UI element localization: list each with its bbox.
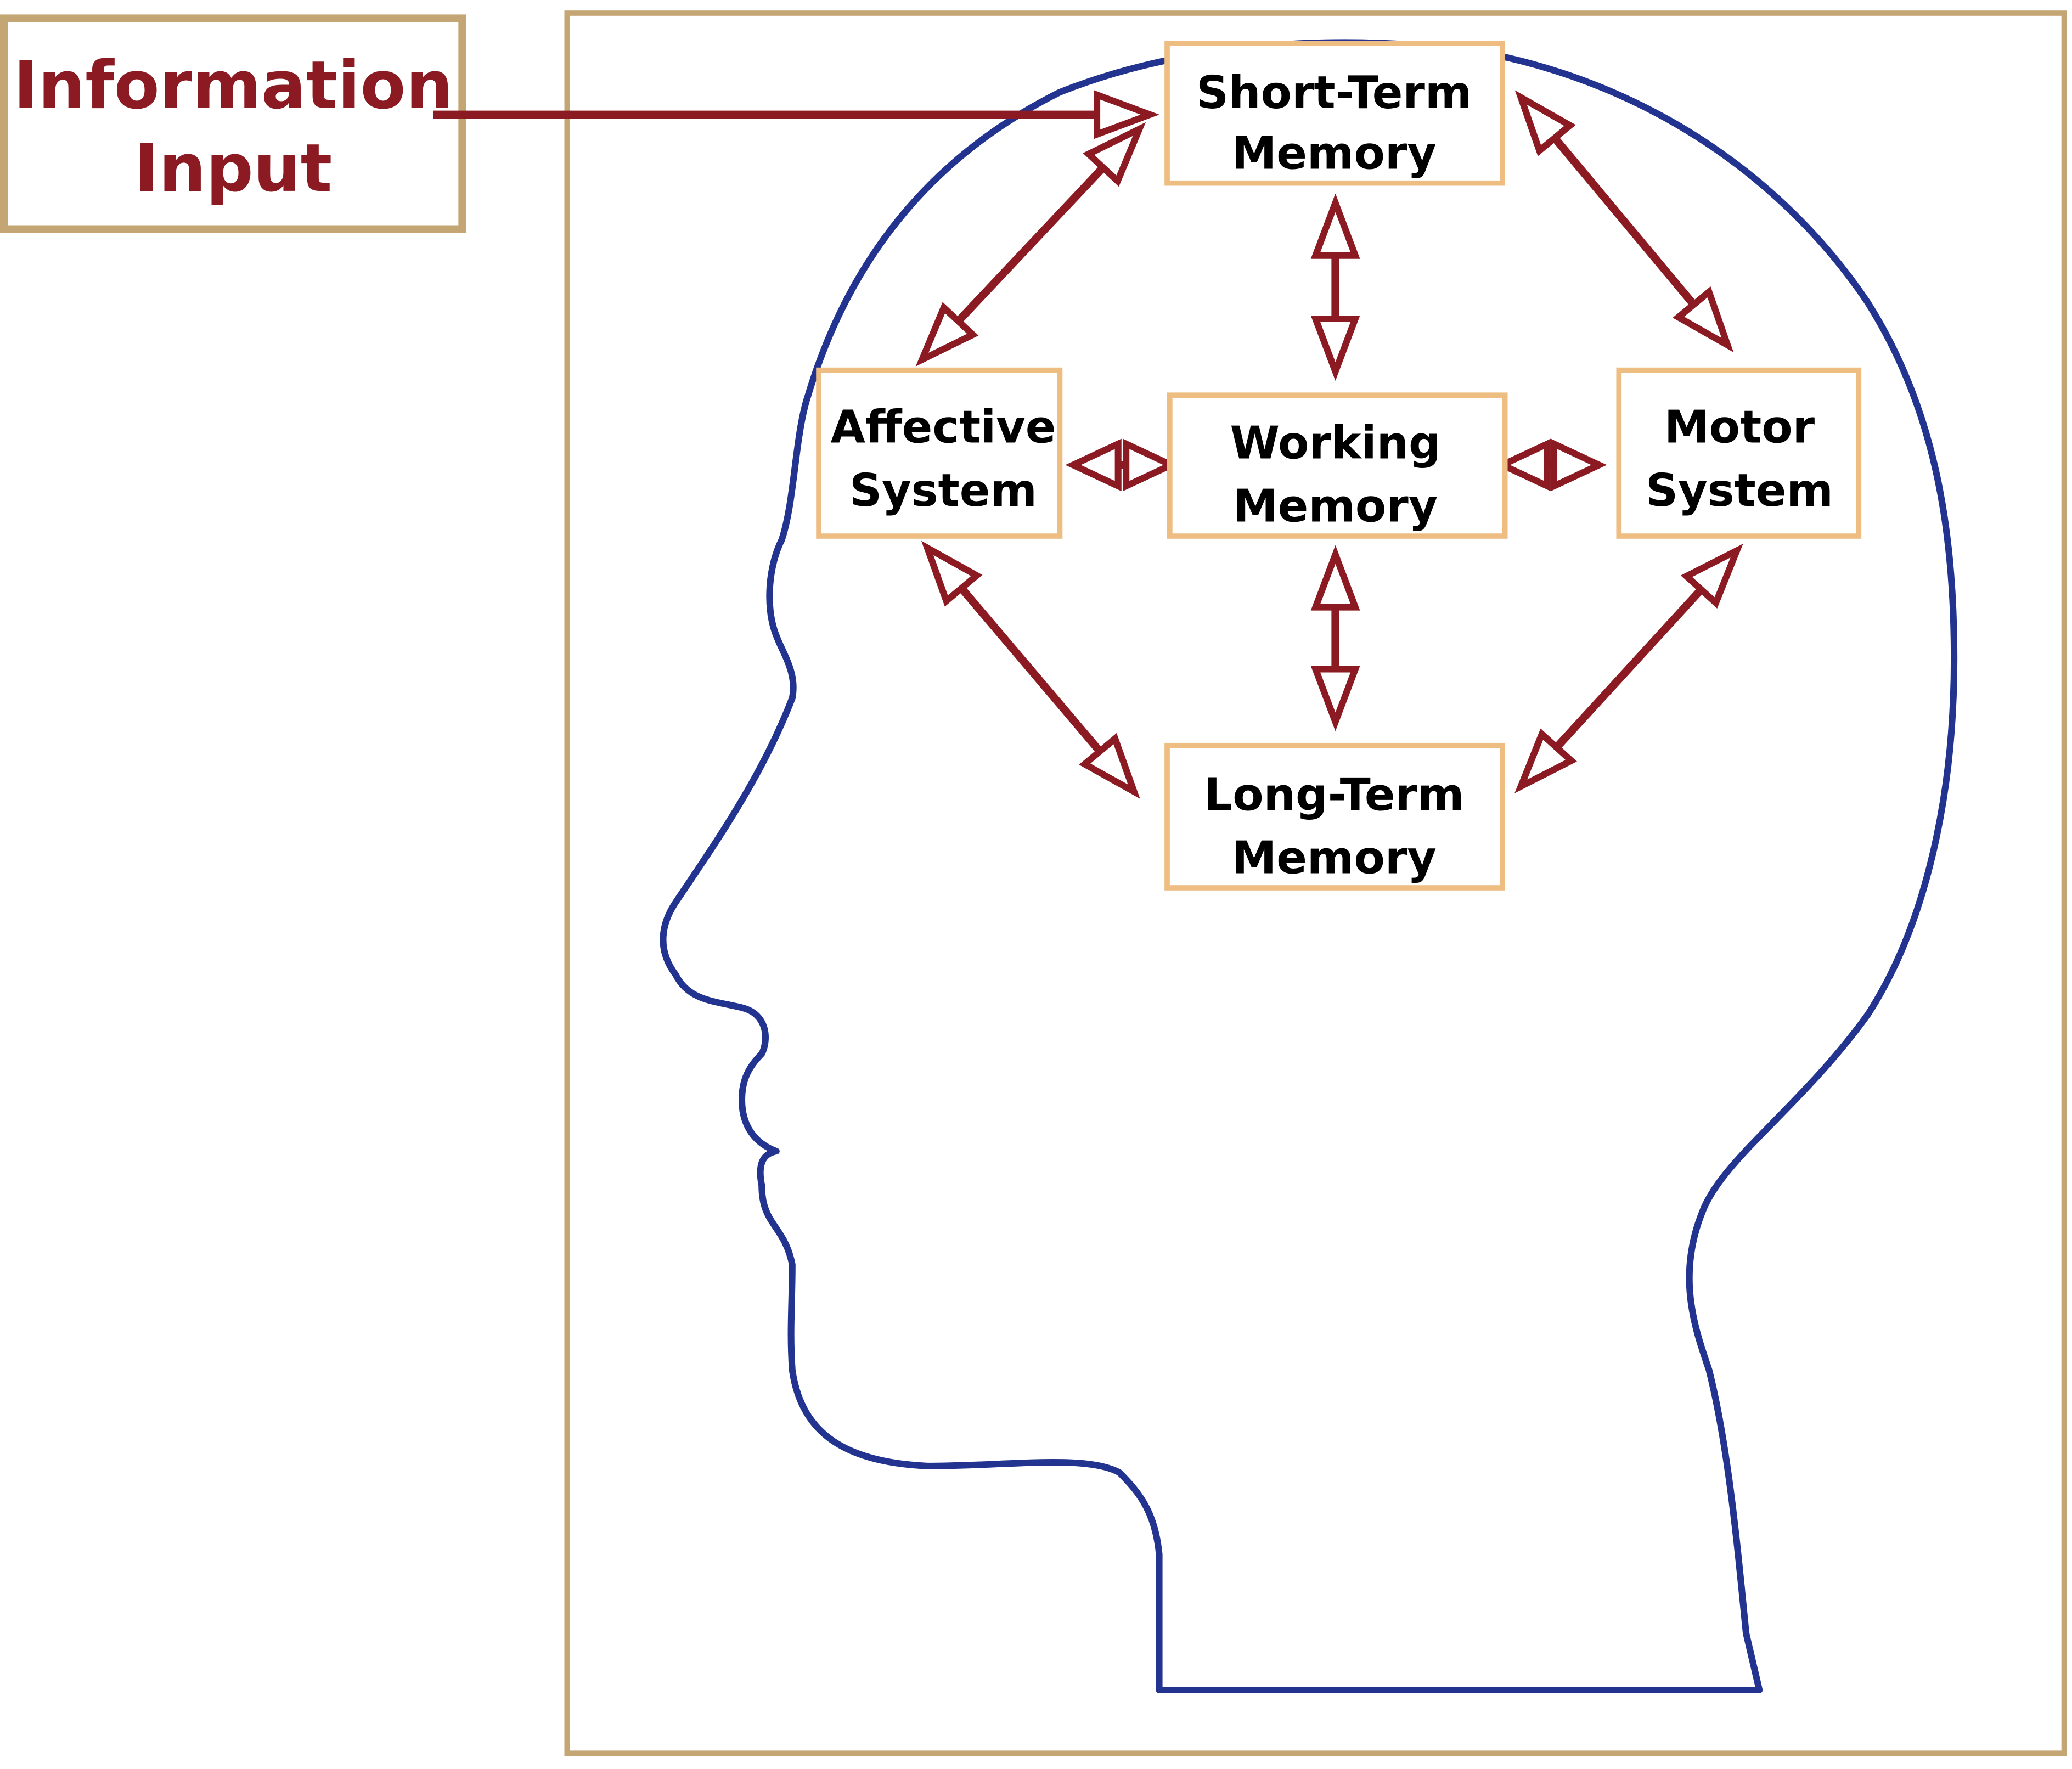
arrow-shaft [1553, 587, 1704, 751]
long-term-memory-node: Long-Term Memory [1164, 742, 1505, 891]
arrow-shaft [955, 165, 1106, 324]
working-memory-line2: Memory [1233, 481, 1438, 533]
motor-system-line1: Motor [1664, 402, 1815, 454]
arrow-short-term-memory-to-motor-system [1514, 90, 1734, 353]
working-memory-node: Working Memory [1167, 392, 1508, 539]
arrow-affective-system-to-working-memory [1065, 438, 1179, 492]
arrowhead-end-icon [1123, 438, 1179, 492]
long-term-memory-line1: Long-Term [1204, 769, 1465, 821]
arrowhead-end-icon [1514, 728, 1577, 793]
affective-system-line1: Affective [831, 402, 1056, 454]
arrowhead-end-icon [1550, 438, 1607, 492]
information-input-line1: Information [13, 47, 453, 124]
arrow-working-memory-to-motor-system [1494, 438, 1607, 492]
working-memory-line1: Working [1230, 418, 1440, 470]
arrow-affective-system-to-long-term-memory [921, 540, 1140, 799]
short-term-memory-line1: Short-Term [1196, 67, 1472, 119]
arrow-short-term-memory-to-affective-system [915, 122, 1146, 367]
arrows-layer [433, 90, 1743, 799]
affective-system-line2: System [849, 465, 1037, 517]
arrowhead-start-icon [1065, 438, 1122, 492]
outer-frame [564, 10, 2067, 1756]
arrowhead-end-icon [1079, 733, 1140, 799]
short-term-memory-node: Short-Term Memory [1164, 41, 1505, 186]
arrow-shaft [958, 585, 1103, 754]
head-outline [660, 39, 1958, 1693]
arrowhead-end-icon [1673, 286, 1734, 353]
arrowhead-start-icon [1680, 543, 1743, 609]
arrowhead-start-icon [1494, 438, 1551, 492]
arrow-shaft [1551, 135, 1697, 307]
arrowhead-end-icon [915, 302, 979, 367]
motor-system-line2: System [1646, 465, 1833, 517]
arrowhead-start-icon [1514, 90, 1576, 156]
information-input-box: Information Input [0, 14, 466, 233]
arrow-working-memory-to-long-term-memory [1310, 545, 1360, 731]
arrowhead-start-icon [921, 540, 983, 607]
arrowhead-end-icon [1310, 666, 1360, 731]
arrowhead-start-icon [1083, 122, 1146, 187]
arrowhead-end-icon [1094, 90, 1159, 139]
arrow-information-input-to-short-term-memory [433, 90, 1159, 139]
arrow-short-term-memory-to-working-memory [1310, 193, 1360, 381]
arrowhead-start-icon [1310, 193, 1360, 259]
affective-system-node: Affective System [816, 367, 1063, 539]
motor-system-node: Motor System [1616, 367, 1862, 539]
arrow-motor-system-to-long-term-memory [1514, 543, 1743, 793]
long-term-memory-line2: Memory [1232, 832, 1437, 884]
information-input-line2: Input [134, 130, 332, 207]
arrowhead-start-icon [1310, 545, 1360, 611]
arrowhead-end-icon [1310, 315, 1360, 381]
short-term-memory-line2: Memory [1232, 127, 1437, 179]
